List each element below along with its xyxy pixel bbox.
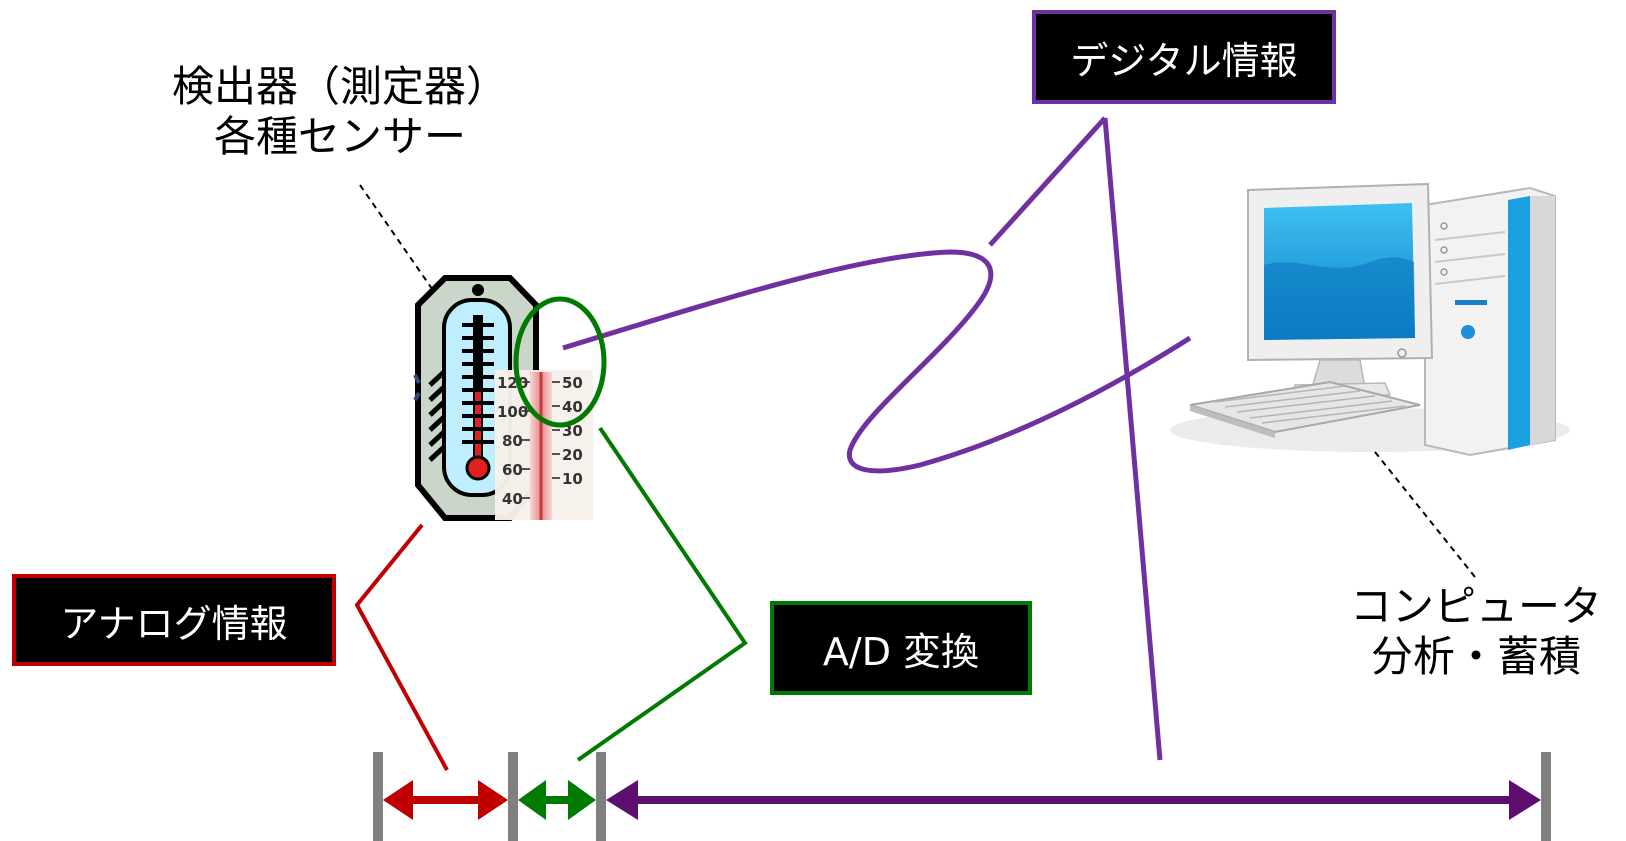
scale-left-0: 120 [497, 374, 528, 392]
analog-arrow [383, 780, 508, 820]
computer-caption-line1: コンピュータ [1349, 582, 1602, 631]
scale-left-2: 80 [502, 432, 523, 450]
thermometer-icon: 120 100 80 60 40 50 40 30 20 10 [413, 275, 593, 521]
computer-caption-line2: 分析・蓄積 [1370, 631, 1581, 681]
ad-conversion-label: A/D 変換 [770, 601, 1032, 695]
digital-wire [562, 249, 1192, 474]
digital-info-text: デジタル情報 [1070, 38, 1298, 83]
digital-leader-right [1102, 117, 1163, 761]
sensor-caption-line1: 検出器（測定器） [171, 62, 508, 111]
tick-ad-end [596, 752, 606, 841]
sensor-caption-line2: 各種センサー [213, 111, 466, 161]
scale-right-0: 50 [562, 374, 583, 392]
scale-left-3: 60 [502, 461, 523, 479]
scale-left-4: 40 [502, 490, 523, 508]
sensor-caption: 検出器（測定器） 各種センサー [150, 62, 530, 161]
analog-info-text: アナログ情報 [60, 601, 288, 646]
sensor-leader-line [359, 184, 438, 297]
tick-end [1541, 752, 1551, 841]
scale-right-4: 10 [562, 470, 583, 488]
tick-start [373, 752, 383, 841]
ad-leader [576, 426, 748, 762]
ad-arrow [518, 780, 596, 820]
computer-leader-line [1374, 451, 1476, 578]
scale-right-1: 40 [562, 398, 583, 416]
digital-info-label: デジタル情報 [1032, 10, 1336, 104]
scale-right-3: 20 [562, 446, 583, 464]
digital-leader-left [988, 116, 1107, 247]
scale-left-1: 100 [497, 403, 528, 421]
tick-analog-end [508, 752, 518, 841]
ad-conversion-text: A/D 変換 [822, 629, 980, 674]
digital-arrow [606, 780, 1541, 820]
computer-icon [1170, 182, 1570, 457]
analog-info-label: アナログ情報 [12, 574, 336, 666]
ad-converter-circle [513, 296, 607, 428]
computer-caption: コンピュータ 分析・蓄積 [1326, 582, 1626, 681]
analog-leader [354, 523, 449, 771]
timeline [373, 752, 1551, 841]
